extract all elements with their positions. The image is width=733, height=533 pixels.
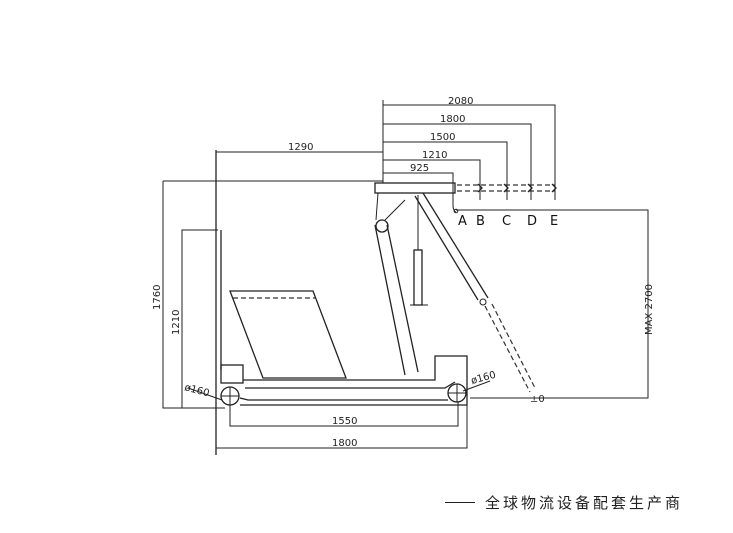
dim-1800-line: [216, 405, 468, 449]
dim-1210: 1210: [422, 150, 447, 161]
label-e: E: [550, 214, 558, 229]
dim-1800: 1800: [440, 114, 465, 125]
zero-level-label: ±0: [530, 394, 545, 405]
position-labels: A B C D E: [458, 214, 558, 229]
pulley-links: [375, 192, 406, 221]
dim-1800-length: 1800: [332, 438, 357, 449]
label-a: A: [458, 214, 467, 229]
chassis-top: [240, 355, 468, 406]
counterweight: [229, 290, 347, 379]
dim-1550-line: [229, 402, 459, 427]
boom-beam: [374, 182, 456, 194]
boom-column: [374, 224, 419, 376]
boom-extension: [457, 184, 555, 192]
dim-925: 925: [410, 163, 429, 174]
label-c: C: [502, 214, 511, 229]
dim-1210-height: 1210: [171, 310, 182, 335]
hydraulic-cylinder: [413, 249, 423, 306]
hook-point: [453, 208, 459, 214]
reach-dimensions: 2080 1800 1500 1290 1210 925: [216, 96, 556, 205]
jib-extension: [484, 303, 536, 393]
dim-line-2080: [383, 104, 556, 200]
hook-a: [452, 193, 457, 213]
left-wheel-leader: [187, 387, 223, 401]
footer-text: 全球物流设备配套生产商: [485, 494, 684, 512]
dim-line-1500: [383, 141, 508, 200]
handle-box: [220, 364, 244, 384]
cylinder-rod: [410, 195, 428, 306]
dim-1500: 1500: [430, 132, 455, 143]
dim-1760: 1760: [152, 285, 163, 310]
jib-joint: [479, 298, 487, 306]
right-wheel-leader: [462, 380, 491, 392]
label-d: D: [527, 214, 537, 229]
dim-line-1800: [383, 123, 532, 200]
dim-1760-line: [162, 181, 225, 409]
dim-1550: 1550: [332, 416, 357, 427]
footer-caption: 全球物流设备配套生产商: [445, 492, 683, 513]
jib-arm: [414, 192, 489, 301]
footer-rule: [445, 502, 475, 503]
mast: [215, 150, 222, 455]
dim-1210-line: [181, 229, 218, 408]
extension-hooks: [477, 183, 557, 193]
max-height-label: MAX 2700: [644, 284, 655, 335]
chassis-rails: [239, 381, 456, 401]
dim-2080: 2080: [448, 96, 473, 107]
wheel-left-dia: ø160: [183, 382, 210, 399]
dim-line-1210: [383, 159, 481, 200]
pulley: [375, 219, 389, 233]
label-b: B: [476, 214, 485, 229]
max-height-frame: [456, 209, 649, 399]
right-wheel-cross: [448, 384, 466, 402]
left-wheel-cross: [221, 387, 239, 405]
dim-1290: 1290: [288, 142, 313, 153]
wheel-right-dia: ø160: [470, 370, 497, 387]
